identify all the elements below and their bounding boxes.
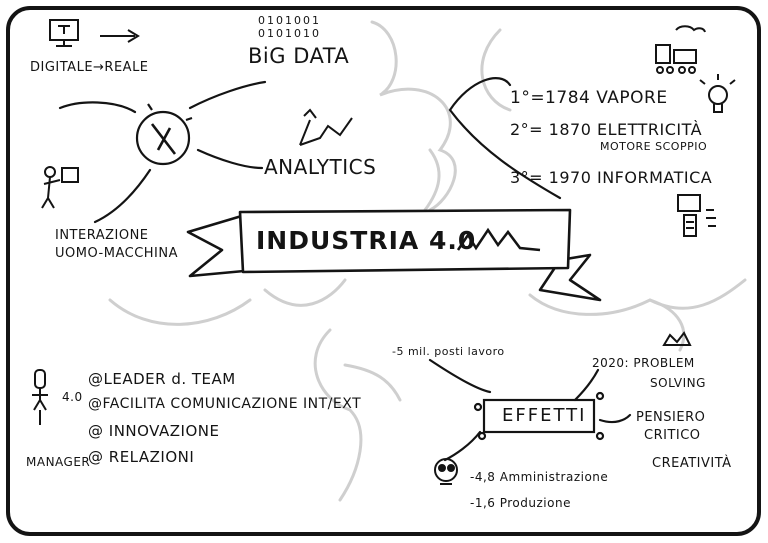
posti-lavoro-label: -5 mil. posti lavoro: [392, 345, 505, 358]
rev-2-label: 2°= 1870 ELETTRICITÀ: [510, 120, 703, 139]
skull-icon: [434, 458, 458, 485]
manager-role-1: @LEADER d. TEAM: [88, 370, 236, 388]
effect-amministrazione: -4,8 Amministrazione: [470, 470, 609, 484]
skill-pensiero-1: PENSIERO: [636, 410, 706, 425]
skill-creativita: CREATIVITÀ: [652, 456, 732, 471]
interazione-label-2: UOMO-MACCHINA: [55, 246, 179, 261]
growth-chart-icon: [299, 108, 353, 146]
analytics-label: ANALYTICS: [264, 155, 377, 179]
bigdata-label: BiG DATA: [248, 44, 350, 68]
manager-role-4: @ RELAZIONI: [88, 448, 195, 466]
monitor-icon: [49, 19, 79, 47]
manager-40-label: 4.0: [62, 390, 83, 404]
effetti-box: [473, 391, 605, 441]
manager-role-3: @ INNOVAZIONE: [88, 422, 220, 440]
rev-3-label: 3°= 1970 INFORMATICA: [510, 168, 713, 187]
person-with-screen-icon: [41, 166, 79, 209]
bigdata-bits-1: 0101001: [258, 14, 321, 27]
banner-chart-icon: [456, 227, 541, 252]
effect-produzione: -1,6 Produzione: [470, 496, 571, 510]
crown-icon: [662, 331, 692, 346]
skill-pensiero-2: CRITICO: [644, 428, 701, 443]
manager-role-2: @FACILITA COMUNICAZIONE INT/EXT: [88, 396, 362, 412]
rev-1-label: 1°=1784 VAPORE: [510, 88, 668, 108]
interazione-label-1: INTERAZIONE: [55, 228, 149, 243]
digitale-reale-label: DIGITALE→REALE: [30, 60, 149, 75]
page-title: INDUSTRIA 4.0: [256, 226, 477, 255]
manager-person-icon: [32, 369, 48, 425]
steam-train-icon: [655, 25, 706, 74]
rev-2b-label: MOTORE SCOPPIO: [600, 140, 708, 153]
title-banner: [186, 208, 602, 302]
skill-problem-solving-1: 2020: PROBLEM: [592, 356, 695, 370]
skill-problem-solving-2: SOLVING: [650, 376, 706, 390]
arrow-icon: [100, 29, 140, 43]
manager-label: MANAGER: [26, 455, 91, 469]
bigdata-bits-2: 0101010: [258, 27, 321, 40]
cloud-shapes: [108, 20, 747, 502]
light-bulb-icon: [699, 74, 736, 113]
effetti-label: EFFETTI: [502, 405, 587, 426]
compass-icon: [135, 103, 193, 166]
connector-lines: [58, 77, 632, 462]
computer-icon: [677, 194, 716, 237]
